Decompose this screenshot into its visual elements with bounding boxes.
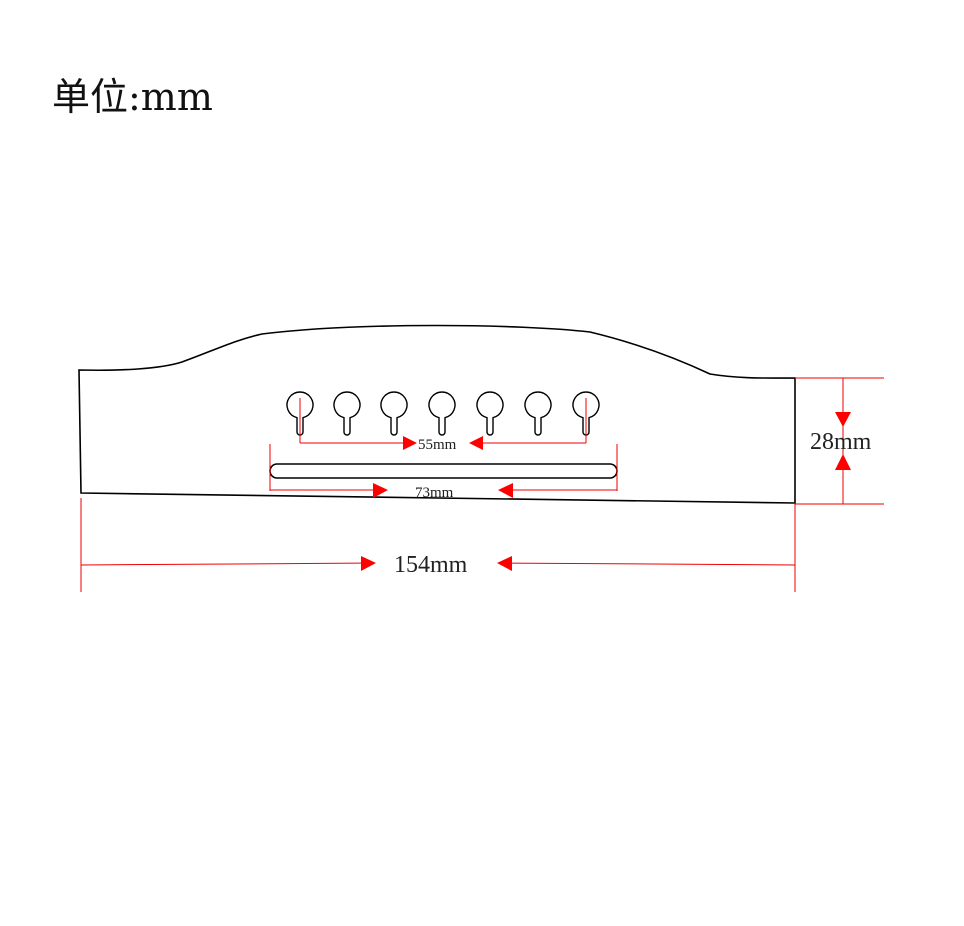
pin-hole <box>524 391 552 436</box>
arrow-left-icon <box>469 436 483 450</box>
bridge-pin-holes <box>286 391 600 436</box>
arrow-left-icon <box>497 556 512 571</box>
pin-span-dimension-label: 55mm <box>418 437 457 453</box>
dimension-arrows <box>361 412 851 571</box>
arrow-down-icon <box>835 412 851 427</box>
slot-dimension-label: 73mm <box>415 485 454 501</box>
pin-hole <box>428 391 456 436</box>
pin-hole <box>286 391 314 436</box>
arrow-right-icon <box>373 483 388 498</box>
pin-hole <box>476 391 504 436</box>
arrow-left-icon <box>498 483 513 498</box>
dimension-lines <box>80 377 884 592</box>
pin-hole <box>333 391 361 436</box>
arrow-up-icon <box>835 454 851 470</box>
bridge-body-outline <box>78 324 796 504</box>
arrow-right-icon <box>403 436 417 450</box>
pin-hole <box>572 391 600 436</box>
arrow-right-icon <box>361 556 376 571</box>
unit-label: 单位:mm <box>52 75 213 119</box>
height-dimension-label: 28mm <box>810 429 872 455</box>
pin-hole <box>380 391 408 436</box>
length-dimension-label: 154mm <box>394 552 468 578</box>
saddle-slot <box>269 463 618 479</box>
